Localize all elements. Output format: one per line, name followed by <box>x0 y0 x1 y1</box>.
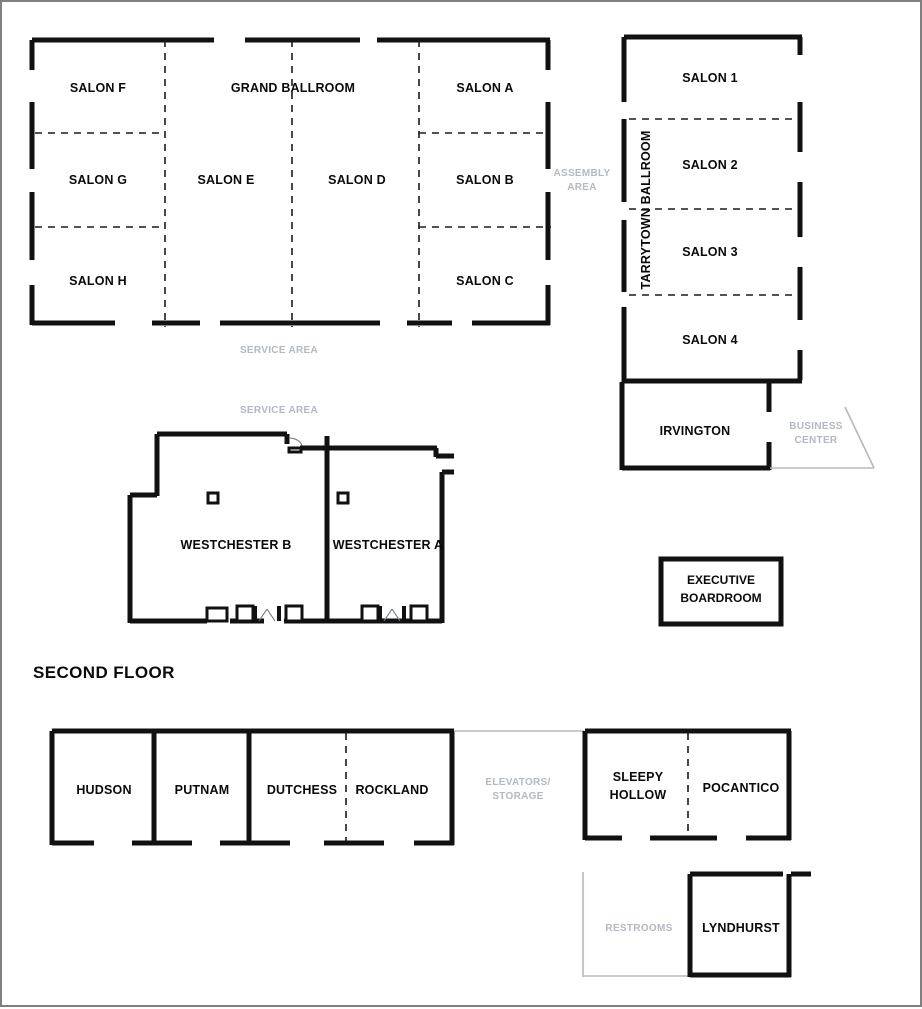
label-salon-c: SALON C <box>456 274 514 288</box>
column-westchester-b <box>206 491 220 505</box>
label-business-center-line1: BUSINESS <box>789 421 843 432</box>
second-floor-right-block[interactable]: SLEEPY HOLLOW POCANTICO <box>582 728 792 841</box>
label-salon-g: SALON G <box>69 173 127 187</box>
label-pocantico: POCANTICO <box>703 781 780 795</box>
label-salon-f: SALON F <box>70 81 126 95</box>
label-salon-a: SALON A <box>456 81 513 95</box>
label-salon-4: SALON 4 <box>682 333 738 347</box>
label-executive-boardroom-line1: EXECUTIVE <box>687 573 755 587</box>
label-rockland: ROCKLAND <box>355 783 428 797</box>
wb-door-arc-2 <box>266 608 276 622</box>
label-tarrytown-ballroom: TARRYTOWN BALLROOM <box>639 131 653 290</box>
executive-boardroom-group[interactable]: EXECUTIVE BOARDROOM <box>658 556 784 627</box>
second-floor-lower-block[interactable]: RESTROOMS LYNDHURST <box>582 871 811 978</box>
wb-pilaster-2 <box>235 604 255 623</box>
tarrytown-ballroom-group[interactable]: SALON 1 SALON 2 SALON 3 SALON 4 IRVINGTO… <box>619 34 875 471</box>
label-grand-ballroom: GRAND BALLROOM <box>231 81 355 95</box>
label-salon-e: SALON E <box>198 173 255 187</box>
label-salon-3: SALON 3 <box>682 245 738 259</box>
column-westchester-a <box>336 491 350 505</box>
business-center-diagonal <box>844 406 875 469</box>
wa-door-arc-1 <box>383 608 393 622</box>
label-putnam: PUTNAM <box>175 783 230 797</box>
label-lyndhurst: LYNDHURST <box>702 921 780 935</box>
label-salon-2: SALON 2 <box>682 158 738 172</box>
wa-pilaster-1 <box>360 604 380 623</box>
label-sleepy-hollow-line1: SLEEPY <box>613 770 664 784</box>
label-salon-1: SALON 1 <box>682 71 738 85</box>
label-salon-d: SALON D <box>328 173 386 187</box>
label-business-center-line2: CENTER <box>795 435 838 446</box>
westchester-group[interactable]: SERVICE AREA <box>127 405 454 624</box>
label-salon-h: SALON H <box>69 274 127 288</box>
label-elevators-line1: ELEVATORS/ <box>485 777 550 788</box>
label-service-area-westchester: SERVICE AREA <box>240 405 318 416</box>
label-hudson: HUDSON <box>76 783 131 797</box>
executive-boardroom-outline <box>658 556 784 627</box>
wb-pilaster-3 <box>284 604 304 623</box>
label-restrooms: RESTROOMS <box>605 923 672 934</box>
second-floor-title: SECOND FLOOR <box>33 663 175 682</box>
grand-ballroom-group[interactable]: SALON F SALON G SALON H GRAND BALLROOM S… <box>29 37 611 356</box>
wb-door-arc-1 <box>258 608 268 622</box>
label-assembly-area-line1: ASSEMBLY <box>553 168 610 179</box>
label-westchester-b: WESTCHESTER B <box>181 538 292 552</box>
wa-pilaster-2 <box>409 604 429 623</box>
label-westchester-a: WESTCHESTER A <box>333 538 443 552</box>
label-assembly-area-line2: AREA <box>567 182 597 193</box>
label-salon-b: SALON B <box>456 173 514 187</box>
label-elevators-line2: STORAGE <box>492 791 543 802</box>
second-floor-left-block[interactable]: HUDSON PUTNAM DUTCHESS ROCKLAND <box>49 728 455 846</box>
label-service-area-ballroom: SERVICE AREA <box>240 345 318 356</box>
wa-door-arc-2 <box>391 608 401 622</box>
service-door-leaf <box>287 446 303 454</box>
label-dutchess: DUTCHESS <box>267 783 337 797</box>
label-sleepy-hollow-line2: HOLLOW <box>610 788 667 802</box>
label-executive-boardroom-line2: BOARDROOM <box>680 591 761 605</box>
wb-pilaster-1 <box>205 606 229 623</box>
label-irvington: IRVINGTON <box>660 424 731 438</box>
